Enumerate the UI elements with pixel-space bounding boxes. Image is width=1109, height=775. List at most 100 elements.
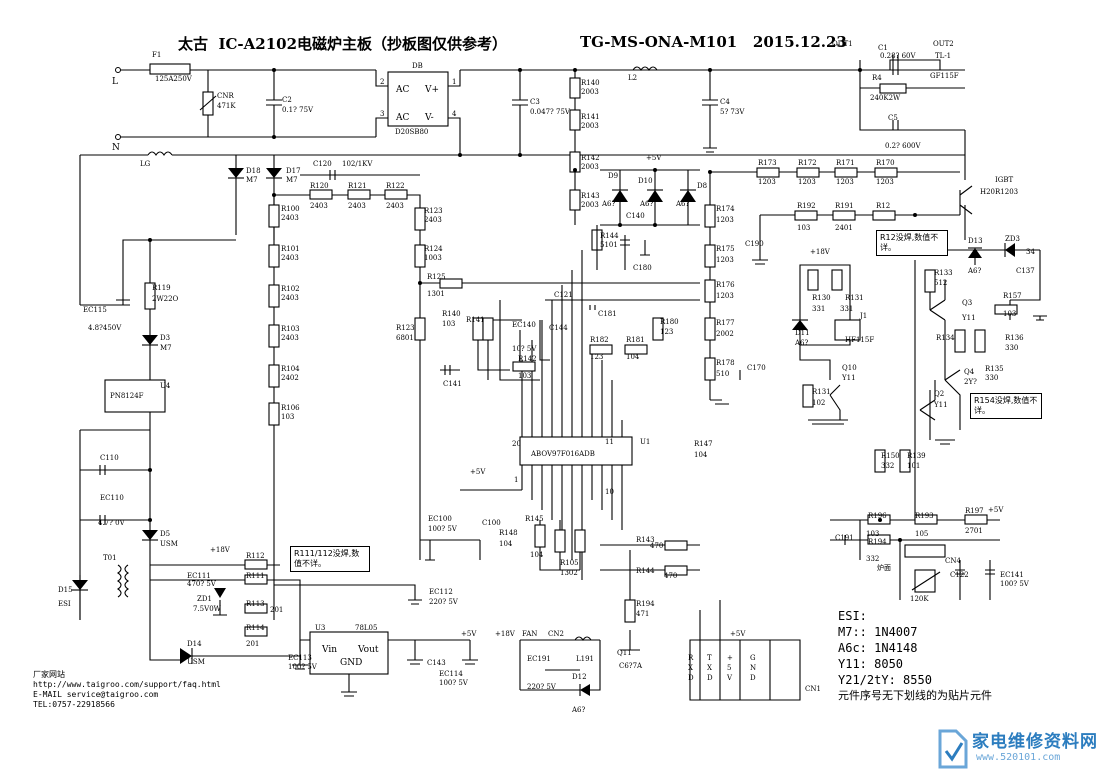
label-r100: R100	[281, 205, 300, 213]
legend-m7: M7:: 1N4007	[838, 625, 918, 639]
label-r172-val: 1203	[798, 178, 816, 186]
label-r123b-val: 6801	[396, 334, 414, 342]
label-r147: R147	[694, 440, 713, 448]
label-r194: R194	[636, 600, 655, 608]
label-d17-m7: M7	[286, 176, 298, 184]
schematic-title: 太古 IC-A2102电磁炉主板（抄板图仅供参考）	[178, 33, 507, 54]
label-r124: R124	[424, 245, 443, 253]
label-c141: C141	[443, 380, 462, 388]
label-r139: R139	[907, 452, 926, 460]
label-d8: D8	[697, 182, 707, 190]
label-d12: D12	[572, 673, 587, 681]
label-r171: R171	[836, 159, 855, 167]
label-zd3-val: 34	[1026, 248, 1035, 256]
label-r12: R12	[876, 202, 890, 210]
label-c2-val: 0.1? 75V	[282, 106, 314, 114]
label-r141-mid: R141	[466, 316, 485, 324]
label-c120-val: 102/1KV	[342, 160, 373, 168]
label-u3: U3	[315, 624, 325, 632]
label-r150-val: 332	[881, 462, 894, 470]
label-r194b: R194	[868, 538, 887, 546]
label-d12-a6: A6?	[571, 706, 586, 714]
label-zd3: ZD3	[1005, 235, 1020, 243]
label-plus18v-2: +18V	[210, 546, 231, 554]
label-r131b-val: 102	[812, 399, 825, 407]
label-r134: R134	[936, 334, 955, 342]
label-ac1: AC	[395, 85, 409, 95]
label-u1-part: ABOV97F016ADB	[530, 450, 595, 458]
label-r101-val: 2403	[281, 254, 299, 262]
label-c140: C140	[626, 212, 645, 220]
label-igbt-part: H20R1203	[980, 188, 1018, 196]
clamp-diodes	[591, 169, 700, 270]
label-d8-a6: A6?	[675, 200, 690, 208]
label-r177: R177	[716, 319, 735, 327]
label-r123-val: 2403	[424, 216, 442, 224]
label-u4-part: PN8124F	[110, 392, 144, 400]
label-u3-5v: +5V	[461, 630, 477, 638]
relay-j1	[792, 264, 861, 425]
label-r144-val: 5101	[600, 241, 618, 249]
label-ec114-val: 100? 5V	[439, 679, 469, 687]
label-r191-val: 2401	[835, 224, 853, 232]
label-r157-val: 103	[1003, 310, 1016, 318]
label-q11: Q11	[617, 649, 632, 657]
label-r192: R192	[797, 202, 816, 210]
label-c120: C120	[313, 160, 332, 168]
contact-email: E-MAIL service@taigroo.com	[33, 690, 159, 699]
label-ec113-val: 100? 5V	[288, 663, 318, 671]
label-c110: C110	[100, 454, 119, 462]
label-r121-val: 2403	[348, 202, 366, 210]
label-gf: GF115F	[930, 72, 959, 80]
label-r114-val: 201	[246, 640, 259, 648]
label-r180-val: 123	[660, 328, 673, 336]
label-ec191: EC191	[527, 655, 551, 663]
label-ec112: EC112	[429, 588, 453, 596]
label-d3-m7: M7	[160, 344, 172, 352]
label-ec111: EC111	[187, 572, 211, 580]
label-q2-y11: Y11	[933, 401, 948, 409]
label-ec110-val: 4.7? 0V	[98, 519, 126, 527]
label-u1-pin1: 1	[514, 476, 518, 484]
legend-footnote: 元件序号无下划线的为贴片元件	[838, 689, 992, 702]
label-r147-val: 104	[694, 451, 708, 459]
label-t01: T01	[103, 554, 117, 562]
label-c190: C190	[745, 240, 764, 248]
label-r143b: R143	[636, 536, 655, 544]
label-d10: D10	[638, 177, 653, 185]
legend-a6: A6c: 1N4148	[838, 641, 918, 655]
label-d11: D11	[795, 329, 810, 337]
label-r125-val: 1301	[427, 290, 445, 298]
label-r150: R150	[881, 452, 900, 460]
label-cn4: CN4	[945, 557, 961, 565]
label-n: N	[112, 143, 120, 153]
label-f1: F1	[152, 51, 161, 59]
label-r182: R182	[590, 336, 609, 344]
aux-power-chain	[79, 238, 236, 620]
label-j1: J1	[859, 312, 867, 320]
mcu-u1	[440, 250, 700, 580]
part-legend: ESI: M7:: 1N4007 A6c: 1N4148 Y11: 8050 Y…	[838, 608, 992, 704]
label-r144: R144	[600, 232, 619, 240]
board-model: IC-A2102电磁炉主板（抄板图仅供参考）	[218, 35, 508, 53]
label-u3-vout: Vout	[357, 645, 379, 655]
label-c137: C137	[1016, 267, 1035, 275]
label-r145-val: 104	[530, 551, 544, 559]
label-r130-val: 331	[812, 305, 825, 313]
label-q10-y11: Y11	[841, 374, 856, 382]
label-zd1: ZD1	[197, 595, 212, 603]
watermark-logo-icon	[938, 729, 968, 769]
label-l2: L2	[628, 74, 637, 82]
label-r122-val: 2403	[386, 202, 404, 210]
label-u3-part: 78L05	[355, 624, 377, 632]
label-r143-top: R143	[581, 192, 600, 200]
label-r174: R174	[716, 205, 735, 213]
label-r172: R172	[798, 159, 817, 167]
label-u1-pin11: 11	[605, 438, 614, 446]
label-c3: C3	[530, 98, 540, 106]
label-r145: R145	[525, 515, 544, 523]
label-r104-val: 2402	[281, 374, 299, 382]
